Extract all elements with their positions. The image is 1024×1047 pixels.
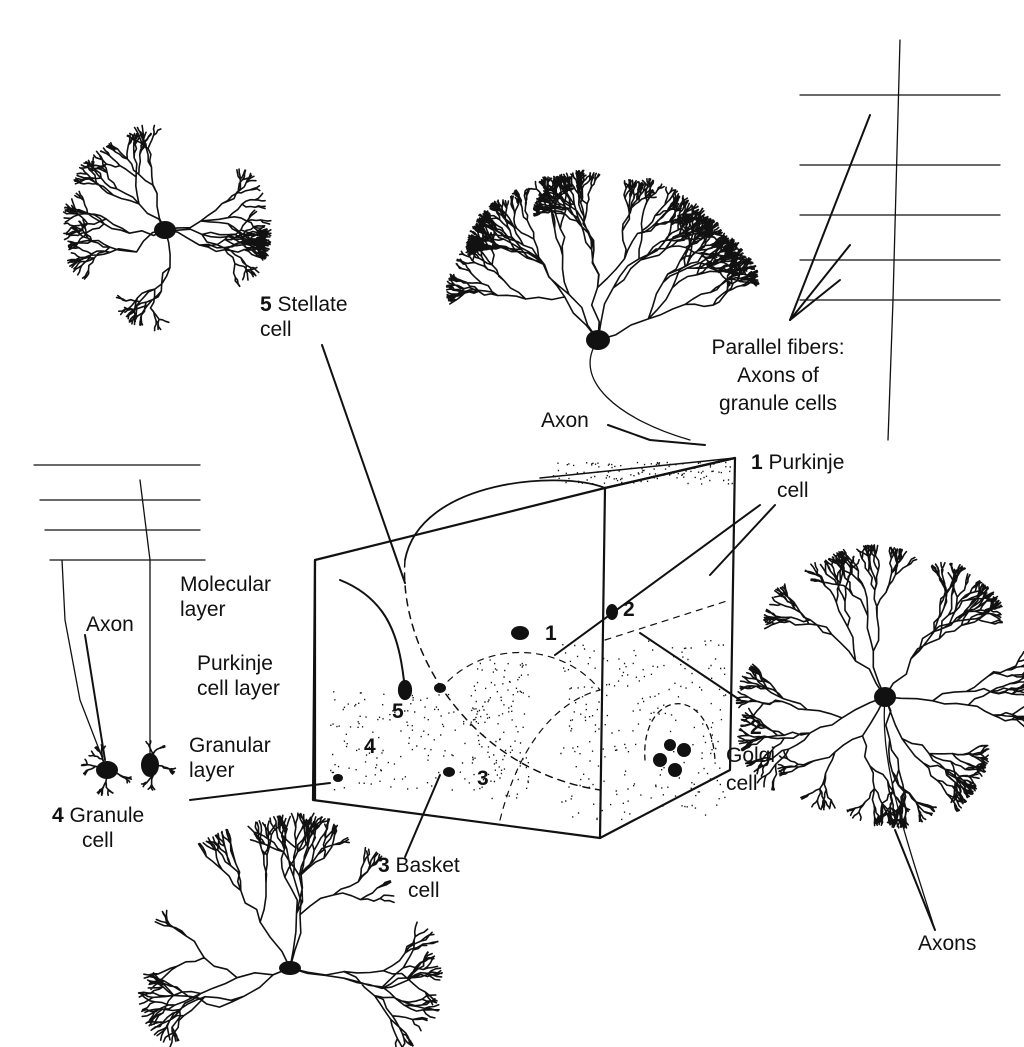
- basket-cell-label: 3 Basket cell: [378, 853, 460, 903]
- axon-left-text: Axon: [86, 613, 134, 636]
- molecular-layer-label: Molecular layer: [180, 572, 271, 622]
- golgi-text: Golgi: [726, 744, 775, 767]
- stellate-cell-label: 5 Stellate cell: [260, 292, 348, 342]
- granule-soma-block: [333, 774, 343, 782]
- granular-text-2: layer: [189, 759, 235, 782]
- purkinje-layer-text-2: cell layer: [197, 677, 280, 700]
- axon-top-text: Axon: [541, 409, 589, 432]
- granule-cell-label: 4 Granule cell: [52, 803, 144, 853]
- stellate-number: 5: [260, 293, 272, 316]
- stellate-text: Stellate: [278, 293, 348, 316]
- purkinje-number: 1: [751, 451, 763, 474]
- axons-right-text: Axons: [918, 932, 976, 955]
- golgi-cell-label: 2 Golgi cell: [726, 714, 775, 798]
- molecular-text: Molecular: [180, 573, 271, 596]
- block-number-2: 2: [623, 597, 635, 622]
- block-number-3: 3: [477, 766, 489, 791]
- stellate-soma-top: [154, 221, 176, 239]
- purkinje-text-2: cell: [751, 479, 809, 502]
- parallel-line-3: granule cells: [719, 392, 837, 415]
- purkinje-text: Purkinje: [769, 451, 845, 474]
- block-number-1: 1: [545, 621, 557, 646]
- molecular-text-2: layer: [180, 598, 226, 621]
- granular-layer-label: Granular layer: [189, 733, 271, 783]
- block-number-5: 5: [392, 699, 404, 724]
- basket-soma-block: [443, 767, 455, 777]
- granule-text: Granule: [70, 804, 145, 827]
- stellate-soma-block: [434, 683, 446, 693]
- basket-text-2: cell: [378, 879, 440, 902]
- axon-left-label: Axon: [86, 612, 134, 637]
- basket-soma-bottom: [279, 961, 301, 975]
- golgi-text-2: cell: [726, 772, 758, 795]
- golgi-soma-right: [874, 687, 896, 707]
- purkinje-cell-label: 1 Purkinje cell: [751, 449, 844, 505]
- golgi-soma-block: [606, 604, 618, 620]
- purkinje-soma-block: [511, 626, 529, 640]
- stellate-text-2: cell: [260, 318, 292, 341]
- purkinje-soma-top: [586, 330, 610, 350]
- granule-text-2: cell: [52, 829, 114, 852]
- axon-top-label: Axon: [541, 408, 589, 433]
- purkinje-layer-text: Purkinje: [197, 652, 273, 675]
- parallel-line-1: Parallel fibers:: [711, 336, 844, 359]
- golgi-number: 2: [726, 716, 762, 739]
- cortex-block: [313, 458, 735, 838]
- purkinje-layer-label: Purkinje cell layer: [197, 651, 280, 701]
- basket-number: 3: [378, 854, 390, 877]
- granule-soma-left-1: [96, 761, 118, 779]
- basket-text: Basket: [396, 854, 460, 877]
- granule-soma-left-2: [141, 753, 159, 777]
- axons-right-label: Axons: [918, 931, 976, 956]
- granule-number: 4: [52, 804, 64, 827]
- granular-text: Granular: [189, 734, 271, 757]
- parallel-fibers-label: Parallel fibers: Axons of granule cells: [678, 334, 878, 418]
- block-number-4: 4: [364, 734, 376, 759]
- parallel-line-2: Axons of: [737, 364, 819, 387]
